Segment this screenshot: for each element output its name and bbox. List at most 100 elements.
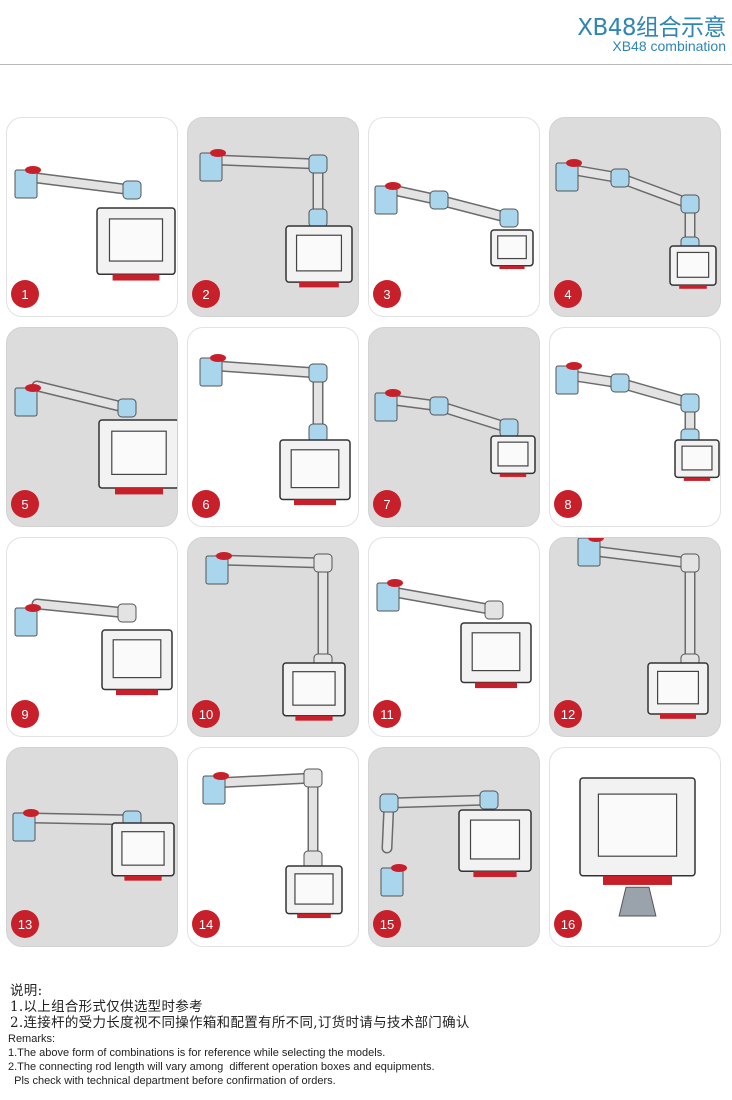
wall-mount: [374, 392, 398, 422]
box-panel: [295, 234, 343, 272]
mount-cap: [391, 864, 407, 872]
combination-10: 10: [187, 537, 359, 737]
wall-mount: [199, 357, 223, 387]
box-handle: [683, 477, 711, 481]
wall-mount: [376, 582, 400, 612]
box-panel: [294, 873, 334, 905]
arm-joint: [117, 398, 137, 418]
box-panel: [471, 632, 521, 672]
arm-joint: [313, 553, 333, 573]
wall-mount: [555, 365, 579, 395]
arm-rod: [616, 379, 694, 407]
wall-mount: [12, 812, 36, 842]
box-panel: [112, 639, 162, 679]
combination-number: 8: [554, 490, 582, 518]
pedestal-stand: [618, 886, 657, 917]
arm-rod: [29, 814, 136, 824]
page-title-cn: XB48组合示意: [577, 15, 726, 41]
combination-number: 10: [192, 700, 220, 728]
arm-joint: [610, 168, 630, 188]
arm-rod: [616, 174, 694, 208]
box-handle: [679, 285, 707, 289]
arm-joint: [680, 553, 700, 573]
mount-cap: [25, 384, 41, 392]
mount-cap: [385, 182, 401, 190]
combination-number: 15: [373, 910, 401, 938]
box-handle: [297, 913, 331, 919]
arm-joint: [122, 180, 142, 200]
arm-illustration: [555, 362, 720, 481]
combination-5: 5: [6, 327, 178, 527]
mount-cap: [25, 604, 41, 612]
mount-cap: [387, 579, 403, 587]
box-panel: [497, 235, 527, 260]
arm-rod: [582, 546, 694, 567]
arm-joint: [680, 194, 700, 214]
box-handle: [660, 714, 696, 719]
arm-joint: [308, 154, 328, 174]
mount-cap: [25, 166, 41, 174]
arm-rod: [214, 556, 327, 567]
box-panel: [469, 819, 521, 860]
mount-cap: [566, 362, 582, 370]
box-handle: [499, 265, 525, 270]
arm-illustration: [579, 777, 696, 917]
wall-mount: [14, 387, 38, 417]
combination-16: 16: [549, 747, 721, 947]
arm-rod: [33, 600, 131, 617]
wall-mount: [380, 867, 404, 897]
box-panel: [597, 793, 678, 857]
combination-3: 3: [368, 117, 540, 317]
arm-joint: [479, 790, 499, 810]
box-panel: [121, 831, 165, 866]
combination-number: 11: [373, 700, 401, 728]
box-handle: [295, 715, 333, 721]
arm-illustration: [376, 579, 532, 689]
wall-mount: [577, 538, 601, 567]
arm-rod: [214, 362, 322, 377]
arm-illustration: [14, 380, 177, 495]
mount-cap: [213, 772, 229, 780]
arm-illustration: [379, 790, 532, 897]
notes-en: Remarks: 1.The above form of combination…: [8, 1032, 435, 1088]
wall-mount: [14, 169, 38, 199]
combination-number: 9: [11, 700, 39, 728]
arm-joint: [117, 603, 137, 623]
combination-number: 5: [11, 490, 39, 518]
box-handle: [299, 282, 339, 288]
arm-rod: [214, 156, 322, 168]
arm-joint: [379, 793, 399, 813]
combination-grid: 1 2 3 4 5 6 7 8 9 10 11 12 13 14 15 16: [6, 117, 722, 947]
box-panel: [676, 251, 710, 278]
notes-en-line-2: 2.The connecting rod length will vary am…: [8, 1061, 435, 1073]
arm-illustration: [374, 389, 536, 477]
box-panel: [656, 670, 699, 705]
box-panel: [497, 441, 529, 467]
mount-cap: [385, 389, 401, 397]
wall-mount: [199, 152, 223, 182]
combination-15: 15: [368, 747, 540, 947]
page-title-en: XB48 combination: [612, 38, 726, 54]
arm-rod: [435, 402, 513, 432]
box-handle: [112, 274, 160, 281]
combination-number: 3: [373, 280, 401, 308]
arm-illustration: [205, 552, 346, 721]
wall-mount: [14, 607, 38, 637]
arm-illustration: [577, 538, 709, 719]
box-handle: [473, 871, 517, 877]
arm-joint: [308, 363, 328, 383]
arm-illustration: [14, 598, 173, 696]
arm-joint: [499, 418, 519, 438]
combination-number: 4: [554, 280, 582, 308]
combination-4: 4: [549, 117, 721, 317]
wall-mount: [205, 555, 229, 585]
arm-joint: [499, 208, 519, 228]
box-handle: [499, 473, 527, 477]
combination-6: 6: [187, 327, 359, 527]
arm-rod: [33, 382, 131, 412]
notes-en-heading: Remarks:: [8, 1033, 56, 1045]
arm-joint: [680, 393, 700, 413]
combination-number: 2: [192, 280, 220, 308]
arm-joint: [303, 768, 323, 788]
wall-mount: [555, 162, 579, 192]
